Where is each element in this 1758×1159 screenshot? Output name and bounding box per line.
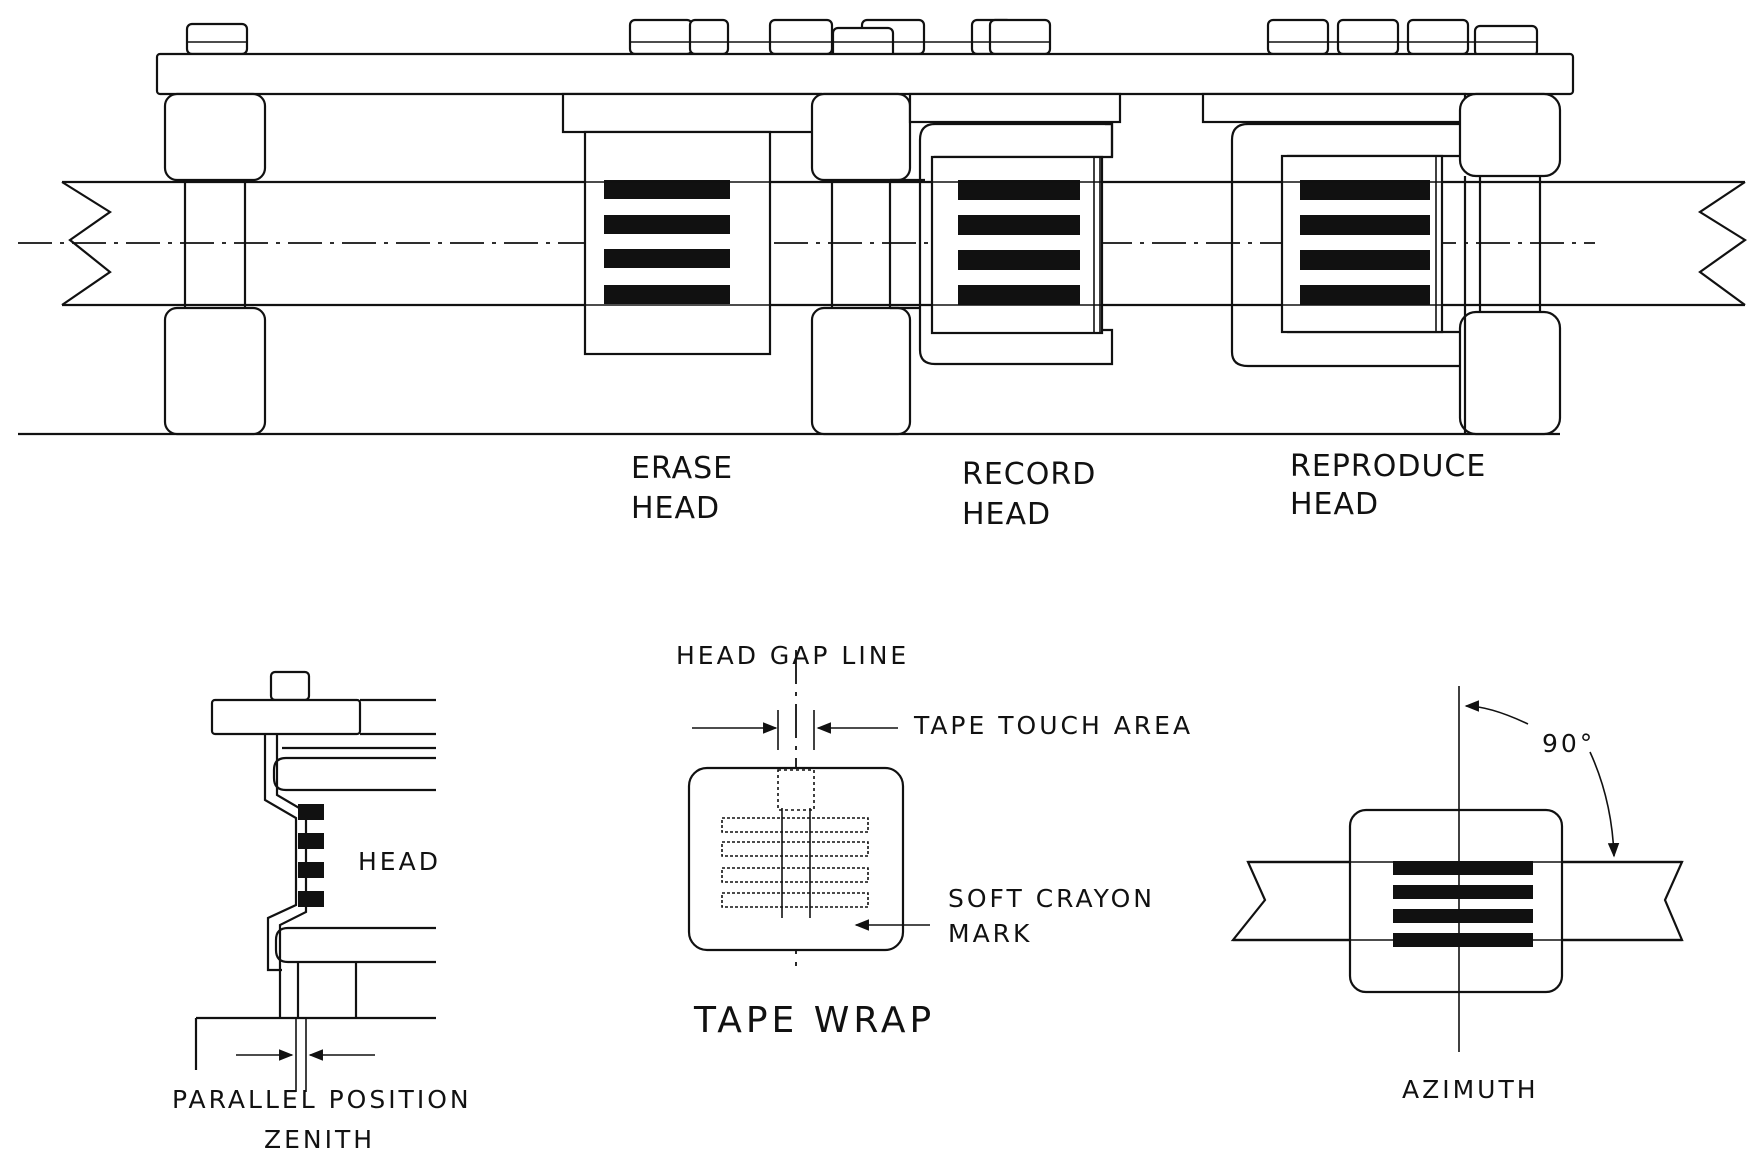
middle-tape-guide <box>810 92 925 436</box>
right-angle-arrow <box>1464 700 1529 725</box>
soft-crayon-label: SOFT CRAYON <box>948 884 1155 913</box>
zenith-side-view: HEAD PARALLEL POSITION ZENITH <box>172 670 472 1154</box>
mounting-screws <box>185 18 1539 60</box>
head-assembly-front-view: ERASE HEAD RECORD HEAD REPRODUCE HEAD <box>18 18 1747 532</box>
azimuth-view: 90° AZIMUTH <box>1230 686 1684 1104</box>
tape-wrap-view: HEAD GAP LINE TAPE TOUCH AREA SOFT CRAYO… <box>676 641 1193 1041</box>
record-head-label-line2: HEAD <box>962 497 1051 532</box>
angle-label: 90° <box>1542 729 1595 758</box>
crayon-marked-gaps <box>721 808 869 918</box>
reproduce-head-label-line1: REPRODUCE <box>1290 449 1486 484</box>
mark-label: MARK <box>948 919 1032 948</box>
record-head-label-line1: RECORD <box>962 457 1096 492</box>
head-label: HEAD <box>358 847 441 876</box>
record-head <box>908 92 1122 366</box>
tape-wrap-title: TAPE WRAP <box>693 1000 935 1041</box>
parallel-position-label: PARALLEL POSITION <box>172 1085 472 1114</box>
azimuth-label: AZIMUTH <box>1402 1075 1539 1104</box>
zenith-label: ZENITH <box>264 1125 375 1154</box>
reproduce-head-label-line2: HEAD <box>1290 487 1379 522</box>
head-gap-line-label: HEAD GAP LINE <box>676 641 909 670</box>
left-tape-guide <box>163 92 267 436</box>
right-tape-guide <box>1458 92 1562 436</box>
erase-head-label-line1: ERASE <box>631 451 733 486</box>
erase-head-label-line2: HEAD <box>631 491 720 526</box>
tape-touch-area-label: TAPE TOUCH AREA <box>913 711 1193 740</box>
tape-band <box>18 180 1747 307</box>
erase-head <box>561 92 823 356</box>
top-mounting-plate <box>155 52 1575 96</box>
reproduce-head <box>1201 92 1467 368</box>
